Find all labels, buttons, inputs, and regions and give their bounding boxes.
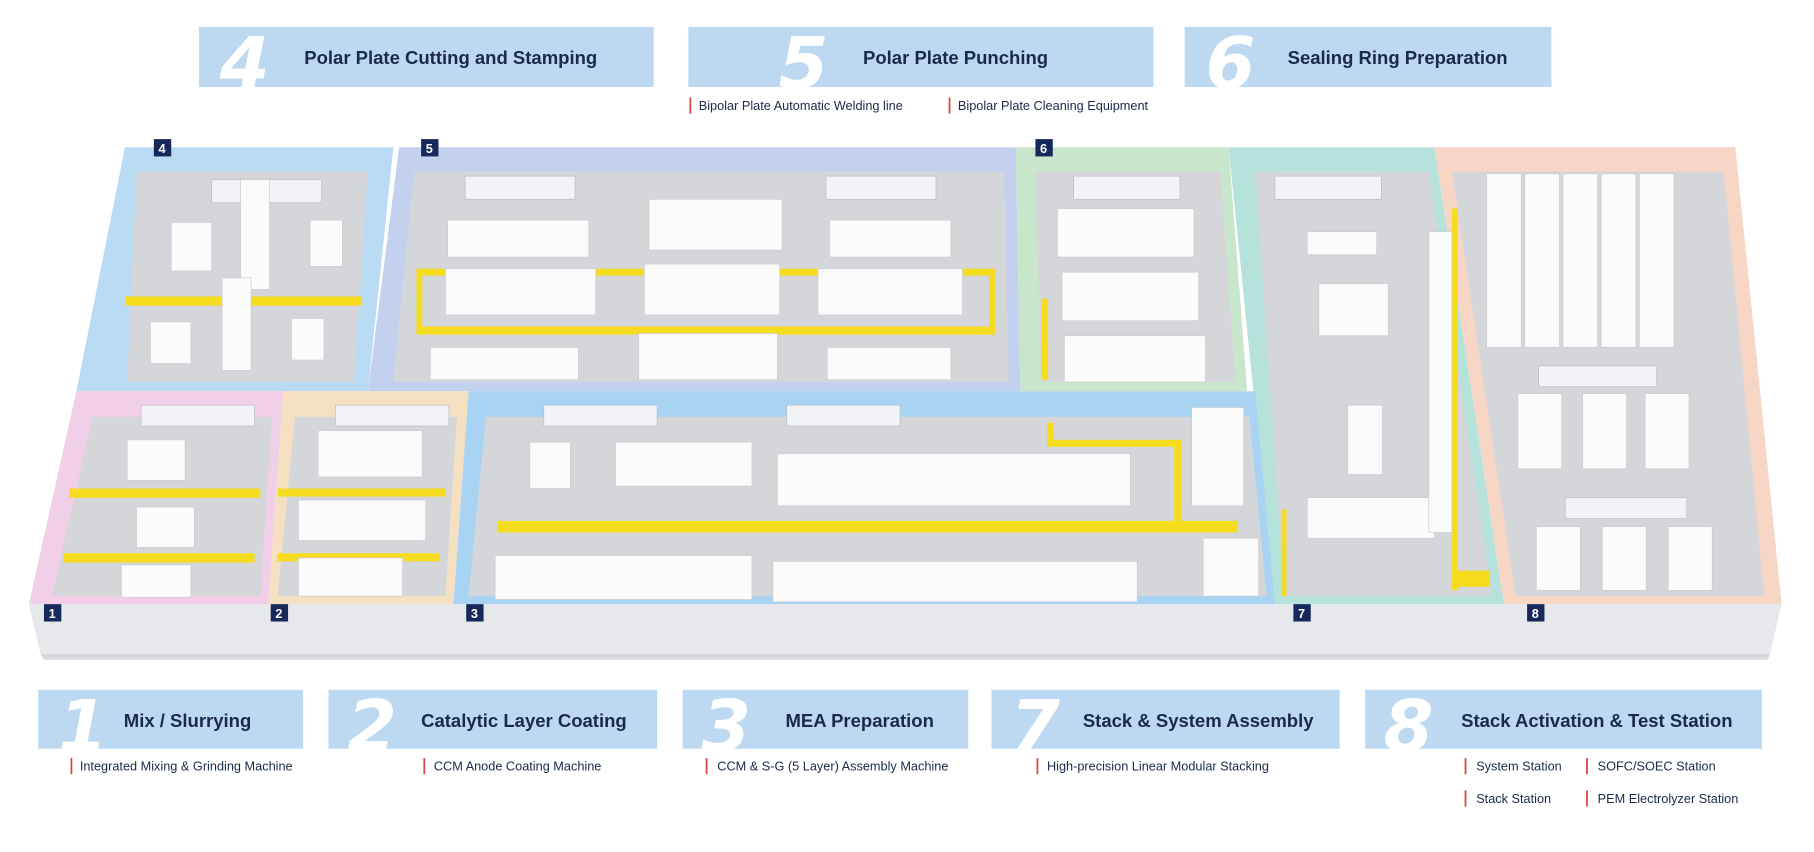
section-header-6: 6 Sealing Ring Preparation (1184, 21, 1552, 105)
section-number: 3 (701, 684, 751, 768)
section-header-5: 5 Polar Plate Punching Bipolar Plate Aut… (688, 21, 1154, 114)
badge-number: 8 (1532, 606, 1539, 621)
zone-badge-3: 3 (466, 604, 484, 622)
badge-number: 4 (158, 141, 165, 156)
factory-floor (28, 147, 1782, 660)
section-number: 4 (219, 21, 270, 105)
section-header-7: 7 Stack & System Assembly High-precision… (991, 684, 1340, 775)
section-number: 2 (347, 684, 397, 768)
equipment-label: CCM & S-G (5 Layer) Assembly Machine (717, 759, 948, 774)
section-number: 7 (1010, 684, 1060, 768)
section-header-1: 1 Mix / Slurrying Integrated Mixing & Gr… (38, 684, 304, 775)
section-number: 8 (1384, 684, 1434, 768)
section-header-2: 2 Catalytic Layer Coating CCM Anode Coat… (328, 684, 658, 775)
zone-badge-6: 6 (1035, 139, 1053, 157)
badge-number: 7 (1298, 606, 1305, 621)
section-title: Sealing Ring Preparation (1288, 47, 1508, 68)
equipment-label: System Station (1476, 759, 1562, 774)
section-title: Catalytic Layer Coating (421, 710, 627, 731)
equipment-label: CCM Anode Coating Machine (434, 759, 602, 774)
section-header-8: 8 Stack Activation & Test Station System… (1365, 684, 1762, 807)
equipment-label: Bipolar Plate Cleaning Equipment (958, 98, 1149, 113)
zone-badge-1: 1 (43, 604, 62, 622)
badge-number: 1 (49, 606, 56, 621)
zone-badge-5: 5 (421, 139, 439, 157)
section-title: Polar Plate Cutting and Stamping (304, 47, 597, 68)
equipment-label: High-precision Linear Modular Stacking (1047, 759, 1269, 774)
badge-number: 3 (471, 606, 478, 621)
equipment-label: PEM Electrolyzer Station (1598, 791, 1739, 806)
equipment-label: Stack Station (1476, 791, 1551, 806)
badge-number: 6 (1040, 141, 1047, 156)
section-title: Polar Plate Punching (863, 47, 1048, 68)
section-number: 5 (779, 21, 829, 105)
section-title: Stack & System Assembly (1083, 710, 1314, 731)
zone-badge-4: 4 (153, 139, 172, 157)
badge-number: 2 (275, 606, 282, 621)
section-number: 1 (58, 684, 108, 768)
section-header-3: 3 MEA Preparation CCM & S-G (5 Layer) As… (682, 684, 969, 775)
equipment-label: Integrated Mixing & Grinding Machine (80, 759, 293, 774)
equipment-label: SOFC/SOEC Station (1598, 759, 1716, 774)
section-title: MEA Preparation (786, 710, 934, 731)
section-title: Stack Activation & Test Station (1461, 710, 1732, 731)
section-number: 6 (1205, 21, 1255, 105)
section-header-4: 4 Polar Plate Cutting and Stamping (198, 21, 654, 105)
equipment-label: Bipolar Plate Automatic Welding line (699, 98, 903, 113)
zone-badge-2: 2 (270, 604, 289, 622)
zone-badge-7: 7 (1293, 604, 1311, 622)
badge-number: 5 (426, 141, 433, 156)
section-title: Mix / Slurrying (124, 710, 251, 731)
zone-badge-8: 8 (1527, 604, 1545, 622)
